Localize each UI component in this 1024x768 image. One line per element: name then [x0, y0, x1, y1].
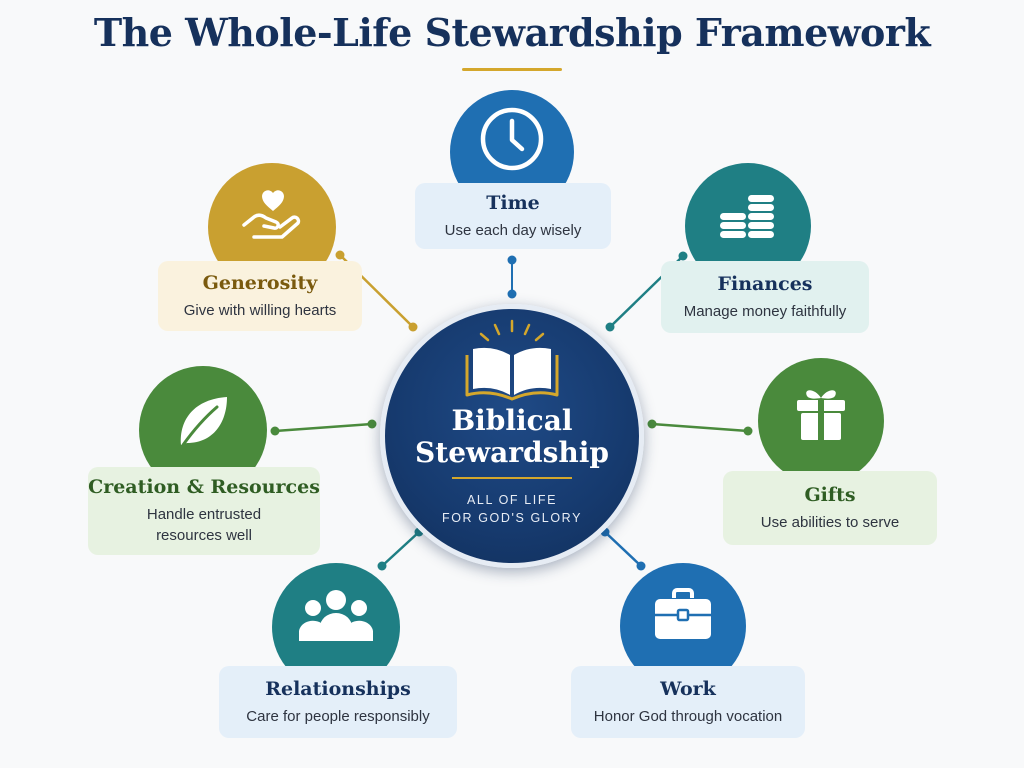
relationships-card: Relationships Care for people responsibl… — [219, 666, 457, 738]
people-icon — [299, 590, 373, 641]
leaf-icon — [180, 397, 227, 447]
heart-in-hand-icon — [242, 190, 301, 239]
creation-card: Creation & Resources Handle entrusted re… — [88, 467, 320, 555]
gifts-desc: Use abilities to serve — [760, 513, 900, 531]
hub-title: Biblical Stewardship — [415, 404, 609, 469]
finances-name: Finances — [717, 272, 813, 295]
clock-icon — [480, 107, 544, 171]
open-bible-icon — [465, 319, 559, 401]
briefcase-icon — [655, 588, 711, 639]
creation-desc-line2: resources well — [156, 527, 252, 544]
relationships-name: Relationships — [265, 677, 411, 700]
time-desc: Use each day wisely — [444, 221, 582, 239]
hub-tagline: ALL OF LIFE FOR GOD'S GLORY — [441, 493, 583, 525]
generosity-name: Generosity — [202, 271, 318, 294]
gifts-card: Gifts Use abilities to serve — [723, 471, 937, 545]
gifts-icon-circle — [758, 358, 884, 484]
generosity-desc: Give with willing hearts — [183, 301, 337, 319]
creation-name: Creation & Resources — [88, 476, 320, 498]
creation-desc-line1: Handle entrusted — [146, 506, 262, 523]
relationships-desc: Care for people responsibly — [246, 707, 430, 725]
work-desc: Honor God through vocation — [593, 707, 783, 725]
hub-divider — [452, 477, 572, 479]
time-card: Time Use each day wisely — [415, 183, 611, 249]
finances-desc: Manage money faithfully — [683, 302, 847, 320]
work-card: Work Honor God through vocation — [571, 666, 805, 738]
generosity-card: Generosity Give with willing hearts — [158, 261, 362, 331]
work-name: Work — [660, 677, 716, 700]
finances-card: Finances Manage money faithfully — [661, 261, 869, 333]
time-name: Time — [486, 191, 540, 214]
central-hub: Biblical Stewardship ALL OF LIFE FOR GOD… — [380, 304, 644, 568]
title-divider — [462, 68, 562, 71]
gift-icon — [797, 390, 845, 440]
gifts-name: Gifts — [804, 483, 856, 506]
coins-icon — [720, 195, 774, 238]
page-title: The Whole-Life Stewardship Framework — [93, 10, 931, 55]
